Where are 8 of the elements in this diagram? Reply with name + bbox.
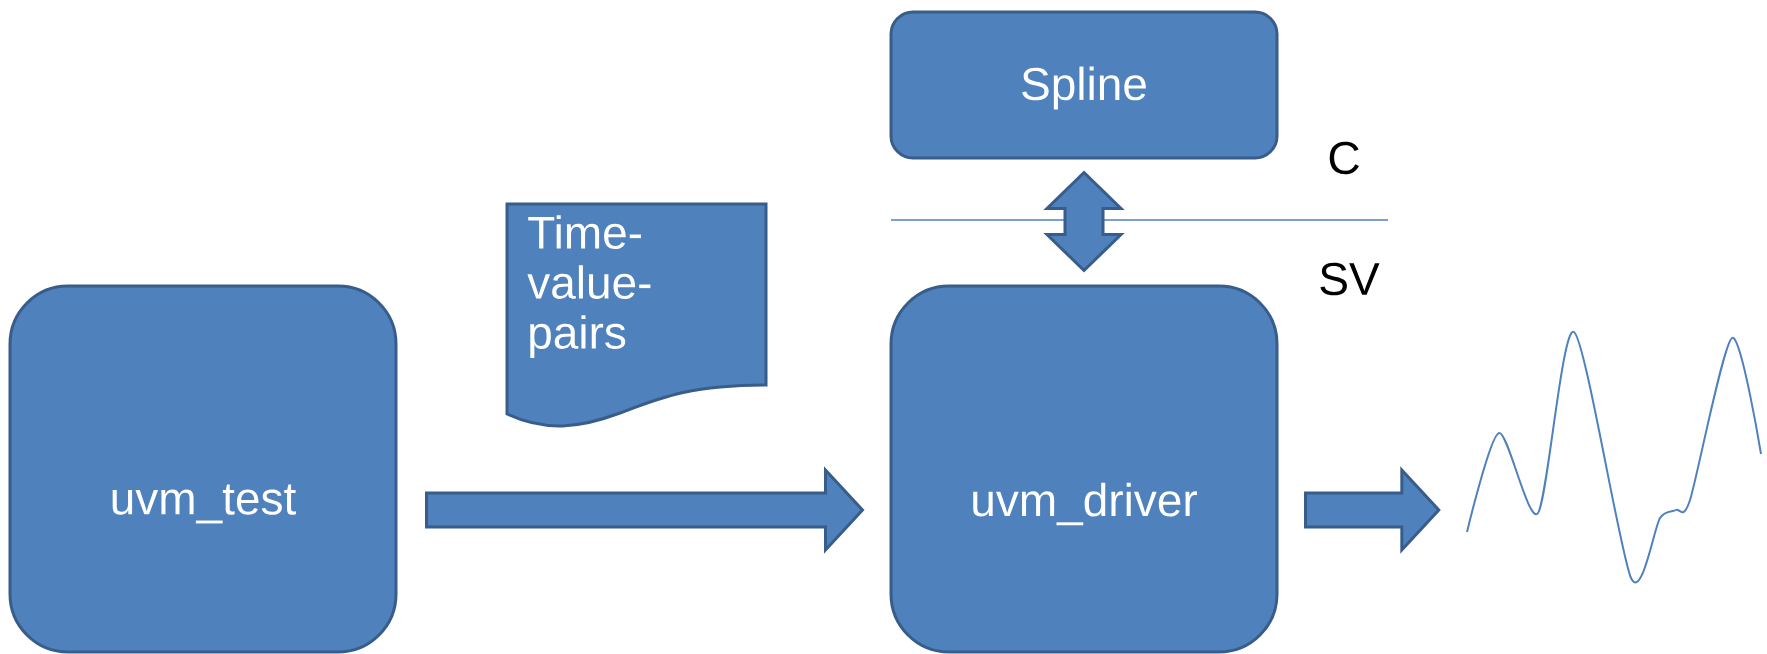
rounded-box: uvm_test <box>8 284 398 654</box>
block-arrow <box>1304 466 1441 554</box>
layer-label: SV <box>1320 262 1380 296</box>
layer-label: C <box>1329 141 1359 175</box>
rounded-box: uvm_driver <box>889 284 1279 654</box>
waveform-drawing <box>1466 331 1762 584</box>
block-arrow <box>425 466 865 554</box>
rounded-box: Spline <box>889 10 1279 160</box>
